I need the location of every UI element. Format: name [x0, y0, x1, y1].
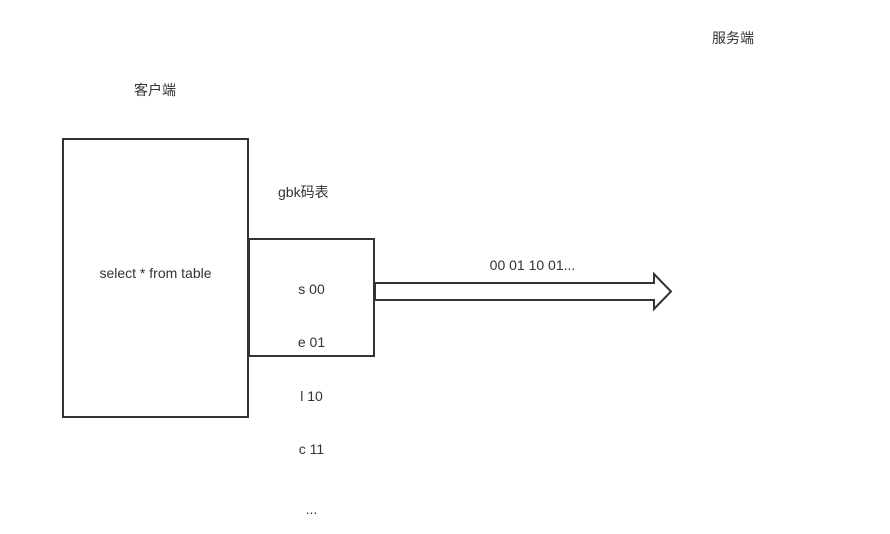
- gbk-row: l 10: [300, 387, 323, 404]
- gbk-table-label: gbk码表: [278, 184, 329, 200]
- gbk-row: c 11: [298, 441, 325, 458]
- data-flow-arrow: [374, 272, 673, 312]
- arrow-outline-path: [374, 272, 673, 312]
- gbk-row: s 00: [298, 280, 325, 297]
- gbk-table-rows: s 00 e 01 l 10 c 11 ...: [248, 245, 375, 534]
- gbk-row-ellipsis: ...: [305, 500, 318, 517]
- gbk-row: e 01: [297, 334, 326, 351]
- server-title-label: 服务端: [712, 30, 754, 46]
- client-title-label: 客户端: [134, 82, 176, 98]
- arrow-payload-label: 00 01 10 01...: [489, 257, 576, 273]
- client-query-text: select * from table: [99, 265, 212, 281]
